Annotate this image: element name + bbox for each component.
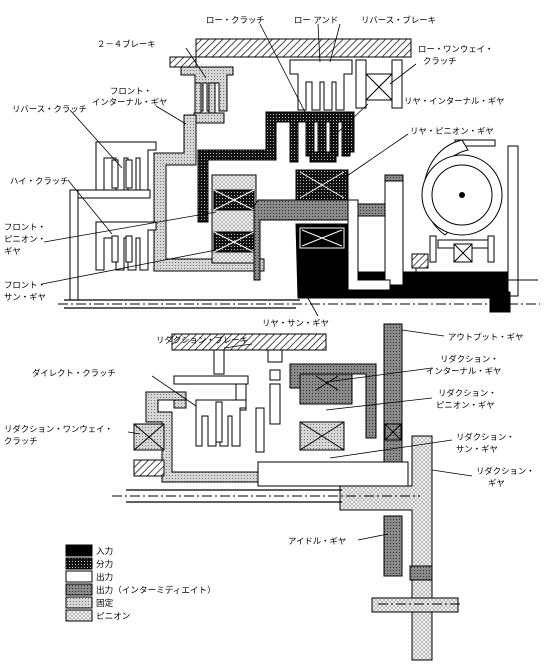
label-high-clutch: ハイ・クラッチ bbox=[10, 176, 68, 186]
bottom-section bbox=[112, 323, 462, 661]
label-red-internal-1: リダクション・ bbox=[440, 354, 499, 364]
label-front-internal-2: インターナル・ギヤ bbox=[92, 97, 167, 107]
label-output-gear: アウトプット・ギヤ bbox=[448, 332, 523, 342]
legend-swatch-pinion bbox=[65, 609, 93, 622]
reduction-brake-casing bbox=[171, 333, 327, 351]
reduction-gear bbox=[339, 435, 433, 661]
label-front-sun-2: サン・ギヤ bbox=[4, 292, 46, 302]
legend-label-pinion: ピニオン bbox=[96, 611, 130, 622]
label-direct-clutch: ダイレクト・クラッチ bbox=[32, 368, 116, 378]
legend-label-fixed: 固定 bbox=[96, 597, 114, 609]
label-front-internal-1: フロント・ bbox=[110, 86, 152, 96]
low-clutch-hub bbox=[309, 151, 337, 163]
label-front-pinion-1: フロント・ bbox=[4, 222, 46, 232]
label-low-oneway-1: ロー・ワンウェイ・ bbox=[418, 44, 493, 54]
label-reverse-clutch: リバース・クラッチ bbox=[12, 104, 87, 114]
idler-gear bbox=[383, 515, 403, 577]
legend-label-split: 分力 bbox=[96, 558, 113, 570]
label-rear-pinion: リヤ・ピニオン・ギヤ bbox=[410, 126, 494, 136]
legend-swatch-intermediate bbox=[65, 583, 93, 596]
output-ring-assembly bbox=[411, 139, 538, 297]
legend-swatch-split bbox=[65, 557, 93, 570]
leader-lines bbox=[41, 23, 473, 541]
casing-24-brake bbox=[169, 56, 197, 68]
reverse-clutch bbox=[69, 141, 157, 301]
label-front-pinion-2: ピニオン・ bbox=[4, 234, 46, 244]
label-red-oneway: リダクション・ワンウェイ・ bbox=[4, 424, 113, 434]
label-red-pinion-2: ピニオン・ギヤ bbox=[436, 400, 495, 410]
label-red-gear-1: リダクション・ bbox=[476, 466, 535, 476]
output-shaft-top bbox=[384, 174, 404, 286]
top-section bbox=[58, 38, 540, 313]
reduction-internal-gear bbox=[289, 363, 377, 439]
high-clutch bbox=[95, 221, 157, 271]
label-low-clutch: ロー・クラッチ bbox=[206, 15, 265, 25]
brake-24 bbox=[180, 66, 234, 124]
output-drum bbox=[347, 199, 391, 291]
top-casing bbox=[195, 38, 412, 58]
label-24-brake: ２－４ブレーキ bbox=[97, 39, 156, 49]
label-reduction-brake: リダクション・ブレーキ bbox=[156, 335, 248, 345]
label-front-sun-1: フロント・ bbox=[4, 280, 46, 290]
label-red-sun-1: リダクション・ bbox=[456, 432, 515, 442]
legend-swatch-fixed bbox=[65, 596, 93, 609]
label-red-sun-2: サン・ギヤ bbox=[456, 444, 498, 454]
label-low-and: ロー アンド bbox=[294, 15, 338, 25]
legend-swatch-output bbox=[65, 570, 93, 583]
label-red-oneway-2: クラッチ bbox=[4, 436, 38, 446]
front-internal-gear bbox=[153, 114, 265, 272]
low-reverse-brake bbox=[289, 59, 353, 111]
reduction-oneway-casing bbox=[133, 459, 165, 477]
label-red-internal-2: インターナル・ギヤ bbox=[426, 366, 501, 376]
label-red-pinion-1: リダクション・ bbox=[438, 388, 497, 398]
label-red-gear-2: ギヤ bbox=[488, 478, 505, 488]
legend-label-intermediate: 出力（インターミディエイト） bbox=[96, 584, 216, 596]
legend-swatch-input bbox=[65, 544, 93, 557]
label-rear-sun: リヤ・サン・ギヤ bbox=[262, 318, 329, 328]
label-reverse-brake: リバース・ブレーキ bbox=[361, 15, 436, 25]
label-idler-gear: アイドル・ギヤ bbox=[288, 536, 346, 546]
label-front-pinion-3: ギヤ bbox=[4, 246, 21, 256]
final-gear bbox=[371, 597, 459, 613]
label-low-oneway-2: クラッチ bbox=[423, 56, 457, 66]
legend-label-input: 入力 bbox=[96, 545, 113, 557]
legend-label-output: 出力 bbox=[96, 571, 113, 583]
legend: 入力 分力 出力 出力（インターミディエイト） 固定 ピニオン bbox=[65, 544, 216, 622]
labels: ロー・クラッチ ロー アンド リバース・ブレーキ ２－４ブレーキ ロー・ワンウェ… bbox=[4, 15, 535, 546]
label-rear-internal: リヤ・インターナル・ギヤ bbox=[404, 96, 505, 106]
